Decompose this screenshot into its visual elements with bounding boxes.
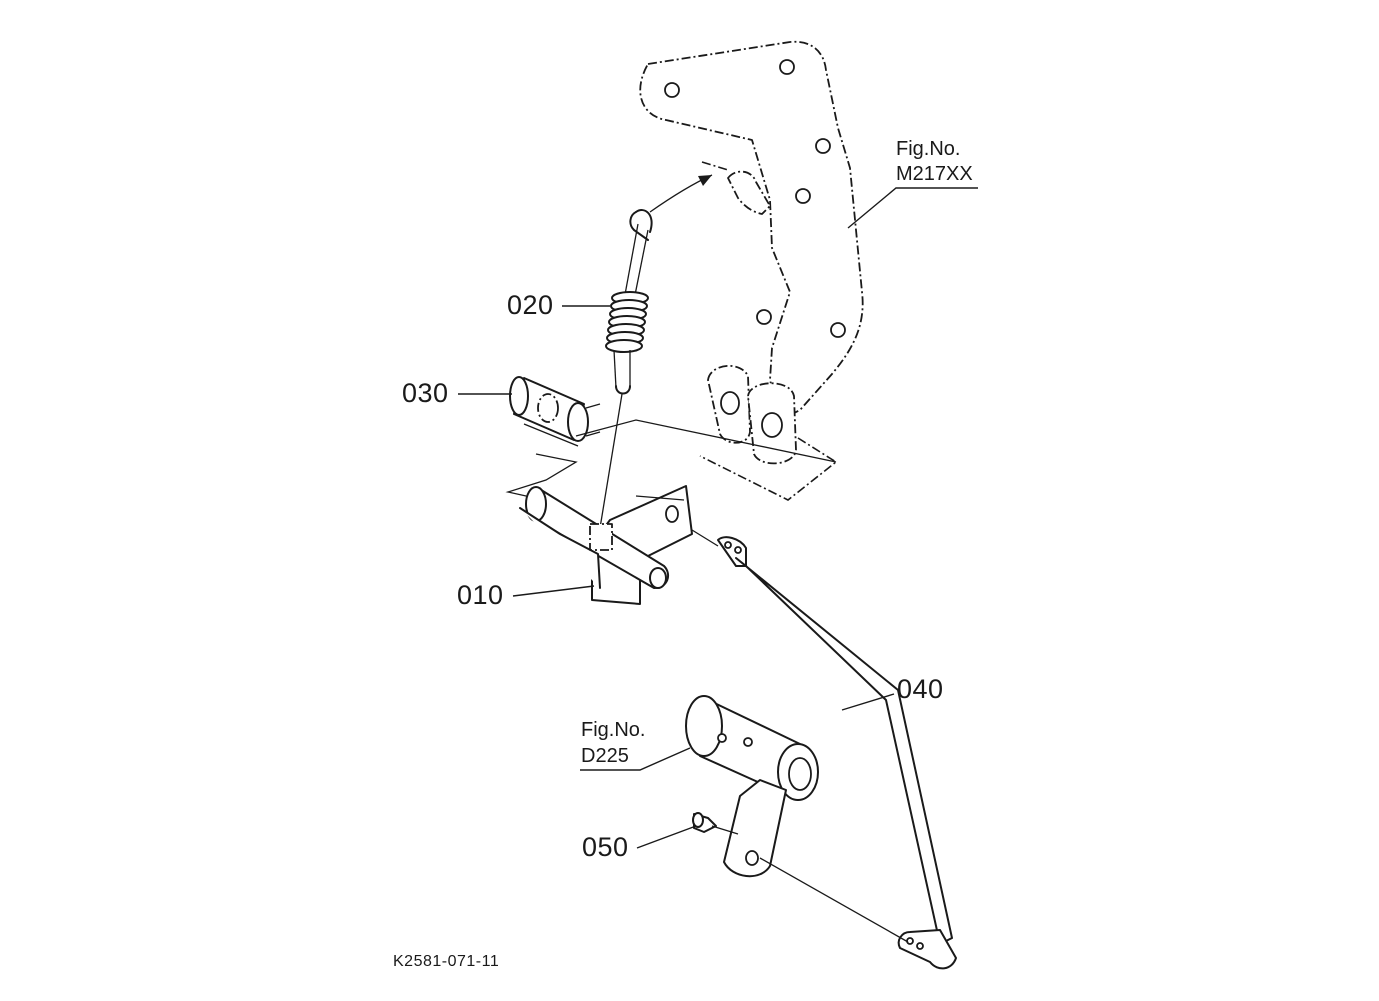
drawing-code: K2581-071-11 [393,953,500,970]
leader-d225 [580,747,691,771]
callout-010: 010 [457,580,504,610]
guide-plane [505,419,837,505]
reference-bracket-m217xx [639,40,864,501]
fig-ref-lower-line2: D225 [581,745,629,767]
fig-ref-lower-line1: Fig.No. [581,719,646,741]
leader-050 [636,825,697,849]
leader-040 [841,693,895,711]
pin-050 [692,812,739,835]
callout-020: 020 [507,290,554,320]
link-rod-040 [691,529,957,970]
leader-m217xx [847,187,978,229]
spring-020 [599,209,653,529]
lever-010 [519,485,693,605]
reference-collar-d225 [685,695,909,943]
callout-040: 040 [897,674,944,704]
leader-lines [458,187,978,849]
fig-ref-upper-line2: M217XX [896,163,973,185]
pin-030 [509,376,601,442]
callout-030: 030 [402,378,449,408]
fig-ref-upper-line1: Fig.No. [896,138,961,160]
leader-010 [512,585,595,597]
callout-050: 050 [582,832,629,862]
